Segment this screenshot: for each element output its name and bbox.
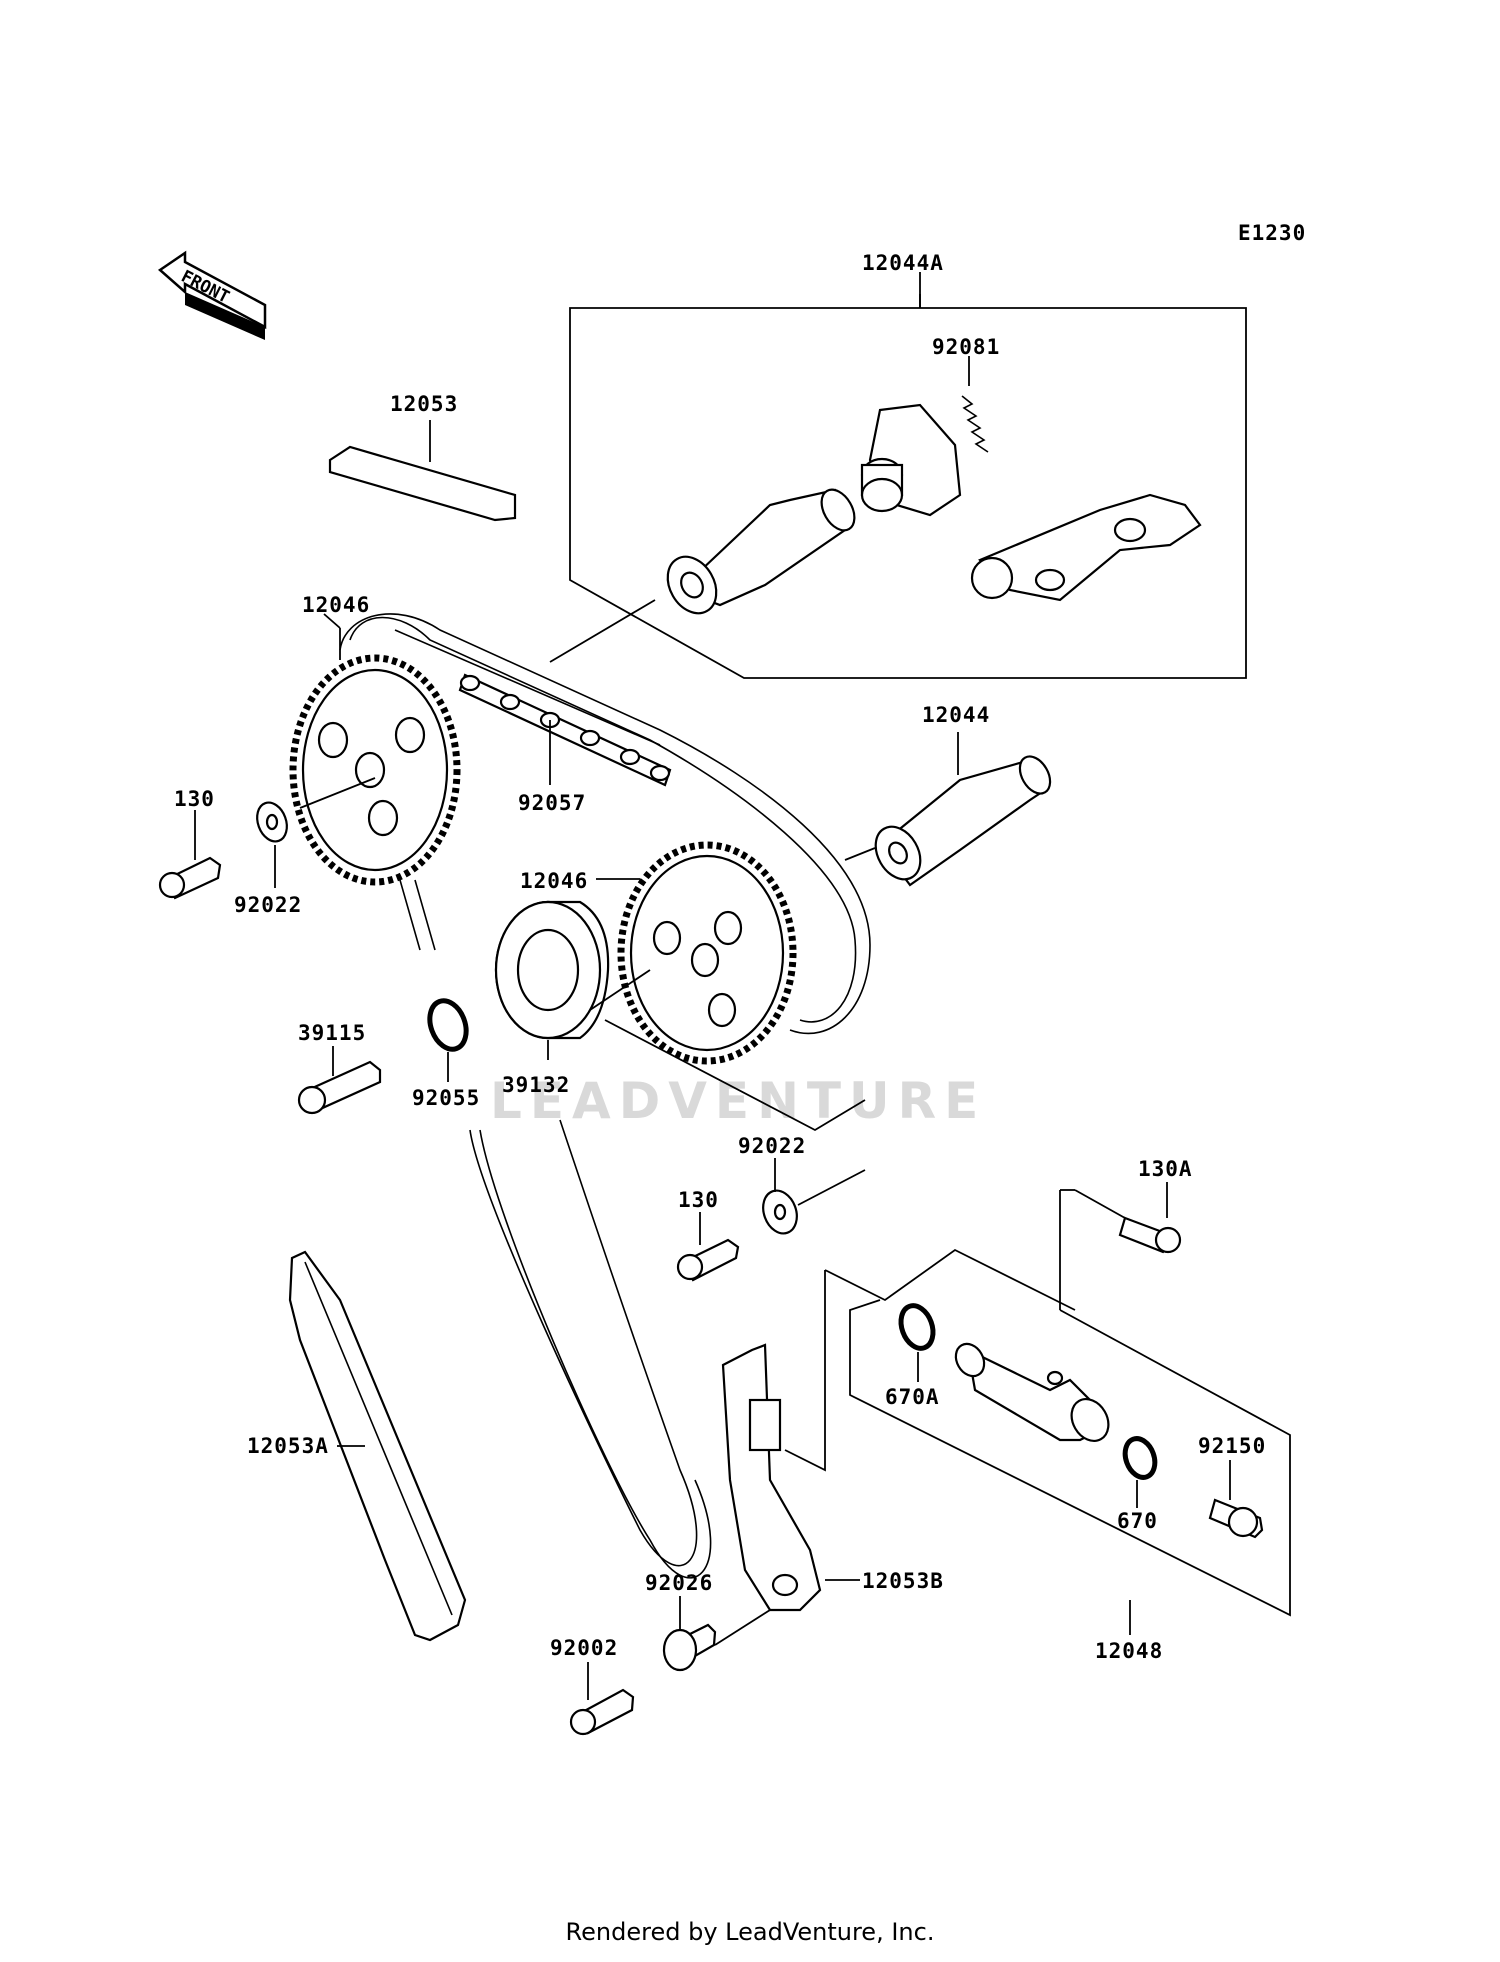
label-39132: 39132	[502, 1073, 570, 1097]
label-92057: 92057	[518, 791, 586, 815]
label-670A: 670A	[885, 1385, 940, 1409]
chain-guide-12053B	[714, 1343, 860, 1646]
cam-chain-tensioner	[954, 1342, 1110, 1442]
washer-92022-mid	[762, 1158, 866, 1235]
decompressor-weight	[860, 403, 962, 517]
label-670: 670	[1117, 1509, 1158, 1533]
label-92081: 92081	[932, 335, 1000, 359]
camshaft-12044A	[666, 488, 856, 615]
label-130-mid: 130	[678, 1188, 719, 1212]
diagram-code: E1230	[1238, 221, 1306, 245]
bolt-92002	[569, 1662, 635, 1736]
spring-92081	[961, 356, 989, 453]
sprocket-39132	[494, 900, 866, 1132]
o-ring-92055	[427, 998, 469, 1082]
o-ring-670	[1122, 1436, 1158, 1508]
bolt-130A	[1074, 1182, 1182, 1254]
label-12053B: 12053B	[862, 1569, 944, 1593]
label-12044: 12044	[922, 703, 990, 727]
bolt-130-mid	[676, 1212, 740, 1282]
front-arrow-icon: FRONT	[157, 250, 267, 340]
label-92026: 92026	[645, 1571, 713, 1595]
pin-39115	[297, 1046, 382, 1115]
label-12053: 12053	[390, 392, 458, 416]
chain-guide-12053A	[288, 1250, 467, 1642]
sprocket-12046-mid	[596, 841, 797, 1065]
label-92002: 92002	[550, 1636, 618, 1660]
sprocket-12046-top	[289, 613, 461, 886]
camshaft-12044	[844, 732, 1052, 887]
washer-92022-left	[256, 777, 376, 888]
collar-92026	[662, 1596, 717, 1672]
o-ring-670A	[898, 1303, 936, 1382]
watermark: LEADVENTURE	[490, 1072, 986, 1130]
label-12046-mid: 12046	[520, 869, 588, 893]
label-12046-top: 12046	[302, 593, 370, 617]
camshaft-kit-box	[549, 272, 1247, 679]
label-92055: 92055	[412, 1086, 480, 1110]
tensioner-box	[784, 1189, 1291, 1635]
bolt-130-left	[158, 810, 222, 900]
label-92022-mid: 92022	[738, 1134, 806, 1158]
label-39115: 39115	[298, 1021, 366, 1045]
bolt-92150	[1208, 1460, 1264, 1539]
cam-chain-92057	[339, 613, 871, 1579]
chain-guide-12053	[328, 420, 517, 522]
label-92022-left: 92022	[234, 893, 302, 917]
label-12044A: 12044A	[862, 251, 944, 275]
footer-credit: Rendered by LeadVenture, Inc.	[565, 1918, 935, 1946]
label-130-left: 130	[174, 787, 215, 811]
rocker-arm	[970, 493, 1202, 602]
chain-links-92057	[458, 673, 672, 787]
label-130A: 130A	[1138, 1157, 1193, 1181]
label-12048: 12048	[1095, 1639, 1163, 1663]
label-92150: 92150	[1198, 1434, 1266, 1458]
label-12053A: 12053A	[247, 1434, 329, 1458]
